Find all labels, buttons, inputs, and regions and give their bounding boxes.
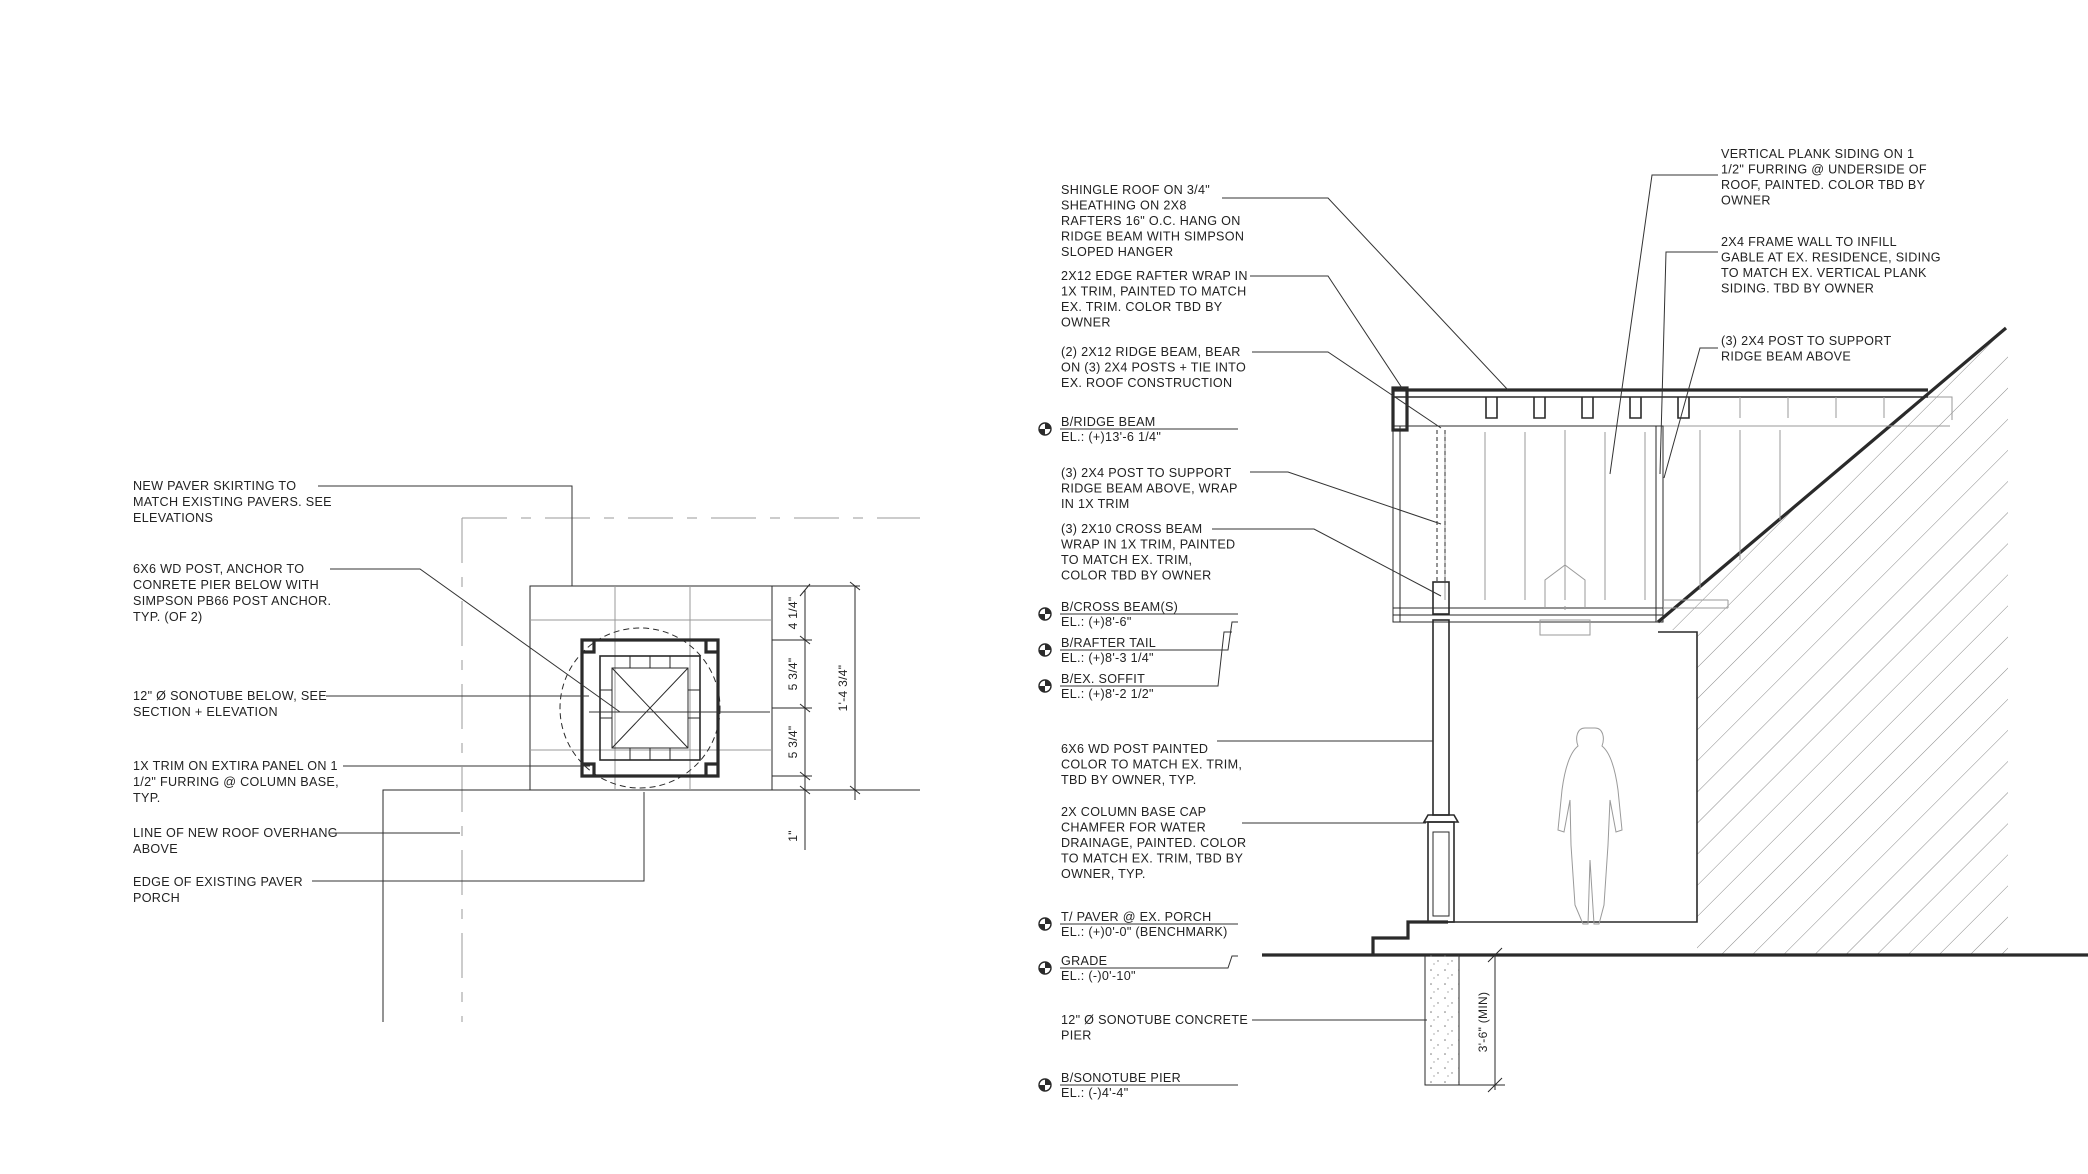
plan-leader-paver-edge (312, 792, 645, 882)
dim-5-3-4-top: 5 3/4" (786, 658, 800, 691)
column-base-trim (580, 638, 720, 778)
plan-note-overhang: LINE OF NEW ROOF OVERHANG ABOVE (133, 826, 342, 856)
elev-marker-ridge-beam (1038, 422, 1238, 436)
elev-marker-soffit (1038, 631, 1232, 693)
dim-5-3-4-bottom: 5 3/4" (786, 726, 800, 759)
leader-vertical-siding (1609, 174, 1718, 475)
plan-leader-sonotube (326, 695, 770, 713)
note-sonotube-pier: 12" Ø SONOTUBE CONCRETE PIER (1061, 1013, 1252, 1043)
dim-1: 1" (786, 830, 800, 842)
column-plan-detail: 4 1/4" 5 3/4" 5 3/4" 1" 1'-4 3/4" (312, 485, 920, 1022)
leader-3-2x4-post (1663, 347, 1718, 479)
cross-beam-frame (1392, 425, 1664, 623)
elev-marker-paver (1038, 917, 1238, 931)
dim-overall: 1'-4 3/4" (836, 665, 850, 712)
wood-post (1432, 619, 1450, 816)
dim-4-1-4: 4 1/4" (786, 597, 800, 630)
existing-roof-line (1656, 326, 2008, 624)
pier-depth-dimension (1459, 947, 1505, 1093)
plan-note-sonotube: 12" Ø SONOTUBE BELOW, SEE SECTION + ELEV… (133, 689, 331, 719)
sonotube-pier (1424, 954, 1460, 1086)
note-3-2x4-post: (3) 2X4 POST TO SUPPORT RIDGE BEAM ABOVE (1721, 334, 1895, 364)
plan-leader-paver-skirting (318, 485, 573, 586)
existing-wall-line (1448, 631, 1698, 923)
elev-marker-sonotube (1038, 1078, 1238, 1092)
leader-edge-rafter (1250, 275, 1403, 389)
porch-section-detail: 3'-6" (MIN) (1038, 174, 2088, 1093)
section-notes-left: SHINGLE ROOF ON 3/4" SHEATHING ON 2X8 RA… (1061, 183, 1252, 1043)
edge-rafter (1391, 386, 1409, 432)
plan-note-post-anchor: 6X6 WD POST, ANCHOR TO CONRETE PIER BELO… (133, 562, 335, 624)
elev-marker-rafter-tail (1038, 621, 1238, 657)
column-base (1427, 821, 1455, 923)
elev-rafter-tail: B/RAFTER TAIL EL.: (+)8'-3 1/4" (1061, 636, 1159, 665)
cross-beam (1432, 581, 1450, 615)
note-post-wrap: (3) 2X4 POST TO SUPPORT RIDGE BEAM ABOVE… (1061, 466, 1241, 511)
note-shingle-roof: SHINGLE ROOF ON 3/4" SHEATHING ON 2X8 RA… (1061, 183, 1248, 259)
elev-sonotube: B/SONOTUBE PIER EL.: (-)4'-4" (1061, 1071, 1185, 1100)
leader-shingle-roof (1222, 197, 1509, 391)
note-frame-wall: 2X4 FRAME WALL TO INFILL GABLE AT EX. RE… (1721, 235, 1945, 296)
plan-note-paver-skirting: NEW PAVER SKIRTING TO MATCH EXISTING PAV… (133, 479, 336, 525)
base-cap (1422, 814, 1460, 823)
existing-residence-hatch (1658, 328, 2008, 955)
paver-steps (1371, 920, 1448, 955)
plan-leader-post (330, 568, 621, 713)
note-cross-beam: (3) 2X10 CROSS BEAM WRAP IN 1X TRIM, PAI… (1061, 522, 1239, 583)
elevation-markers (1038, 422, 1238, 1092)
plan-notes: NEW PAVER SKIRTING TO MATCH EXISTING PAV… (133, 479, 343, 905)
note-ridge-beam: (2) 2X12 RIDGE BEAM, BEAR ON (3) 2X4 POS… (1061, 345, 1250, 390)
elev-grade: GRADE EL.: (-)0'-10" (1061, 954, 1136, 983)
leader-cross-beam (1212, 528, 1442, 597)
note-vertical-siding: VERTICAL PLANK SIDING ON 1 1/2" FURRING … (1721, 147, 1931, 208)
plan-note-paver-edge: EDGE OF EXISTING PAVER PORCH (133, 875, 307, 905)
dim-pier-depth: 3'-6" (MIN) (1476, 992, 1490, 1053)
elev-cross-beam: B/CROSS BEAM(S) EL.: (+)8'-6" (1061, 600, 1182, 629)
leader-ridge-beam (1252, 351, 1442, 429)
section-notes-right: VERTICAL PLANK SIDING ON 1 1/2" FURRING … (1721, 147, 1945, 364)
leader-post-wrap (1250, 471, 1442, 525)
paver-skirting (529, 585, 773, 791)
elev-marker-grade (1038, 955, 1238, 975)
note-6x6-post: 6X6 WD POST PAINTED COLOR TO MATCH EX. T… (1061, 742, 1246, 787)
sonotube-outline (559, 627, 721, 789)
elev-soffit: B/EX. SOFFIT EL.: (+)8'-2 1/2" (1061, 672, 1154, 701)
note-edge-rafter: 2X12 EDGE RAFTER WRAP IN 1X TRIM, PAINTE… (1061, 269, 1252, 330)
plan-note-trim: 1X TRIM ON EXTIRA PANEL ON 1 1/2" FURRIN… (133, 759, 343, 805)
leader-frame-wall (1659, 251, 1718, 475)
elev-paver: T/ PAVER @ EX. PORCH EL.: (+)0'-0" (BENC… (1061, 910, 1228, 939)
elevation-labels: B/RIDGE BEAM EL.: (+)13'-6 1/4" B/CROSS … (1061, 415, 1228, 1100)
note-base-cap: 2X COLUMN BASE CAP CHAMFER FOR WATER DRA… (1061, 805, 1250, 881)
elev-marker-cross-beam (1038, 607, 1238, 621)
plan-dimensions (772, 581, 861, 850)
existing-paver-edge (382, 789, 920, 1022)
human-scale-figure (1557, 727, 1623, 925)
elev-ridge-beam: B/RIDGE BEAM EL.: (+)13'-6 1/4" (1061, 415, 1161, 444)
